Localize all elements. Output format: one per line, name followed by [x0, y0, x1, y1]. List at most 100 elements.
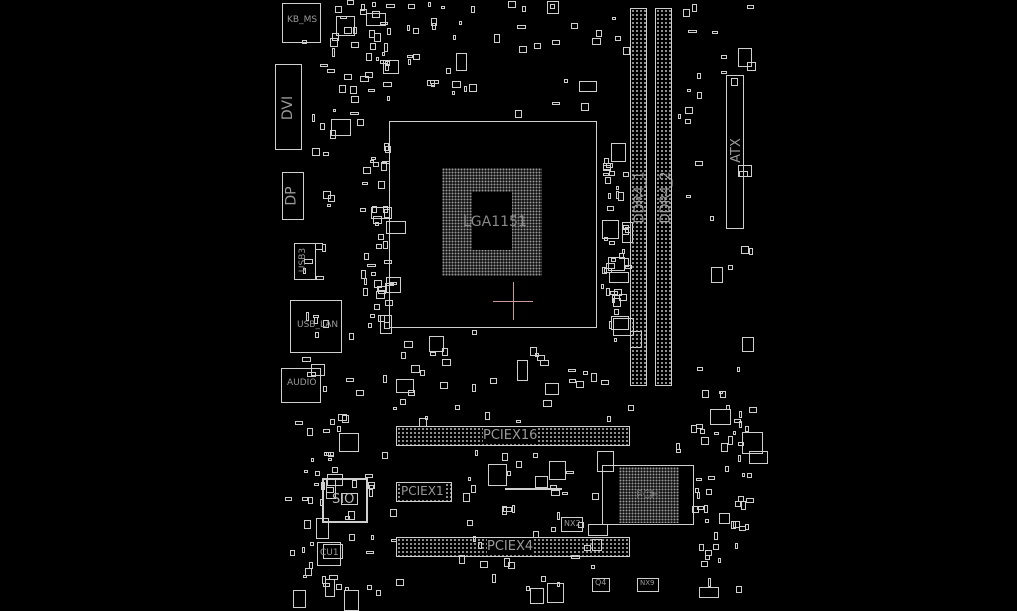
smd-component [302, 356, 312, 363]
smd-component [677, 114, 682, 120]
smd-component [381, 51, 385, 57]
usb-connector[interactable] [294, 243, 316, 280]
smd-component [375, 56, 380, 61]
smd-component [392, 406, 397, 410]
smd-component [321, 244, 327, 253]
smd-component [705, 518, 709, 524]
smd-component [517, 24, 526, 29]
smd-component [501, 505, 507, 515]
smd-component [463, 493, 471, 503]
smd-component [721, 442, 728, 452]
smd-component [472, 330, 477, 336]
smd-component [403, 340, 413, 348]
smd-component [588, 523, 608, 536]
smd-component [609, 170, 616, 176]
smd-component [323, 191, 332, 199]
smd-component [704, 554, 710, 561]
smd-component [370, 206, 392, 220]
smd-component [516, 419, 521, 423]
smd-component [378, 315, 385, 323]
smd-component [395, 379, 414, 394]
smd-component [613, 338, 617, 342]
smd-component [451, 91, 455, 95]
smd-component [707, 476, 716, 481]
smd-component [610, 258, 617, 263]
smd-component [608, 272, 630, 283]
smd-component [370, 534, 375, 540]
smd-component [731, 520, 737, 530]
kb-ms-connector[interactable] [282, 3, 321, 43]
smd-component [383, 143, 390, 151]
smd-component [700, 561, 709, 568]
smd-component [529, 347, 538, 356]
smd-component [601, 267, 607, 274]
cu1-chip[interactable] [317, 542, 341, 566]
smd-component [516, 460, 523, 468]
smd-component [360, 4, 365, 12]
pch-label: PCH [636, 488, 659, 501]
smd-component [690, 424, 697, 433]
audio-connector[interactable] [281, 368, 321, 403]
dimm-slot-1[interactable] [630, 8, 647, 386]
dvi-connector[interactable] [275, 64, 302, 150]
smd-component [328, 195, 335, 203]
smd-component [533, 453, 539, 458]
smd-component [494, 34, 501, 43]
smd-component [360, 208, 366, 212]
smd-component [696, 73, 702, 79]
smd-component [592, 38, 601, 45]
smd-component [322, 151, 329, 157]
smd-component [341, 493, 359, 505]
smd-component [684, 118, 692, 125]
smd-component [375, 290, 385, 299]
smd-component [746, 498, 754, 504]
smd-component [612, 297, 622, 307]
smd-component [540, 576, 546, 582]
smd-component [503, 558, 510, 567]
smd-component [713, 544, 720, 550]
smd-component [611, 142, 627, 163]
smd-component [576, 380, 585, 389]
smd-component [508, 1, 517, 8]
smd-component [703, 505, 708, 513]
smd-component [605, 288, 610, 296]
smd-component [605, 176, 612, 184]
smd-component [324, 578, 336, 598]
smd-component [303, 268, 307, 274]
dimm-slot-2[interactable] [655, 8, 672, 386]
smd-component [686, 88, 692, 93]
smd-component [332, 466, 339, 473]
sio-chip[interactable] [322, 478, 368, 523]
atx-connector[interactable] [726, 75, 744, 229]
smd-component [303, 574, 308, 578]
smd-component [294, 420, 304, 425]
smd-component [307, 427, 313, 436]
smd-component [382, 205, 389, 214]
smd-component [613, 308, 620, 316]
dimm1-label: DDR4_1 [632, 171, 648, 224]
dp-connector[interactable] [282, 172, 304, 220]
smd-component [736, 367, 741, 373]
smd-component [349, 534, 356, 542]
smd-component [744, 426, 750, 433]
smd-component [367, 263, 376, 268]
smd-component [468, 84, 477, 92]
smd-component [728, 436, 733, 445]
smd-component [337, 426, 342, 433]
smd-component [602, 173, 609, 177]
smd-component [741, 246, 749, 254]
nx9-label: NX9 [640, 579, 655, 587]
smd-component [376, 244, 382, 250]
usb-lan-connector[interactable] [290, 300, 342, 353]
nx2-chip[interactable] [561, 517, 583, 532]
smd-component [741, 472, 745, 478]
smd-component [533, 42, 542, 50]
smd-component [330, 37, 339, 47]
smd-component [427, 79, 436, 87]
q4-label: Q4 [595, 578, 607, 587]
pch-outline[interactable] [602, 465, 694, 525]
smd-component [710, 267, 723, 284]
smd-component [556, 581, 561, 588]
cpu-socket-outline[interactable] [389, 121, 597, 328]
